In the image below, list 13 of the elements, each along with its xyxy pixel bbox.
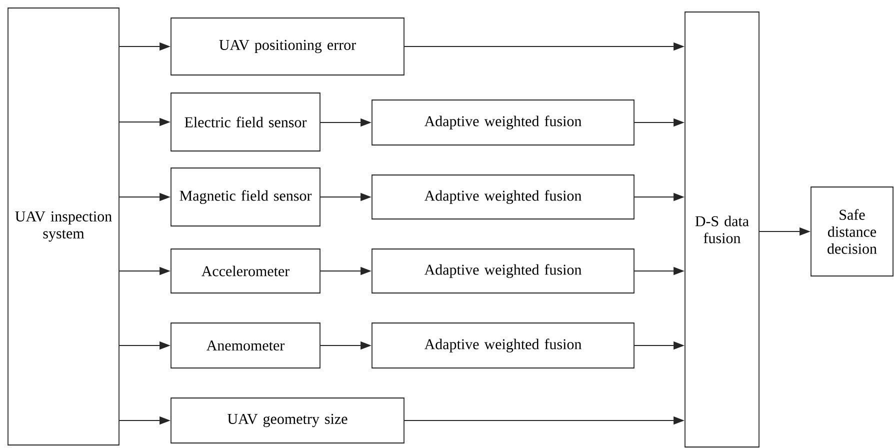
- decision-box: Safe distance decision: [810, 186, 894, 276]
- process-box: UAV geometry size: [170, 398, 404, 444]
- process-box: Adaptive weighted fusion: [372, 100, 634, 146]
- fusion-box: D-S data fusion: [684, 12, 760, 448]
- process-box: Accelerometer: [170, 248, 320, 294]
- process-box: Magnetic field sensor: [170, 168, 320, 226]
- process-box: Adaptive weighted fusion: [372, 322, 634, 368]
- process-box: UAV positioning error: [170, 18, 404, 76]
- system-box: UAV inspection system: [8, 8, 120, 446]
- process-box: Anemometer: [170, 322, 320, 368]
- process-box: Adaptive weighted fusion: [372, 174, 634, 220]
- process-box: Adaptive weighted fusion: [372, 248, 634, 294]
- process-box: Electric field sensor: [170, 92, 320, 152]
